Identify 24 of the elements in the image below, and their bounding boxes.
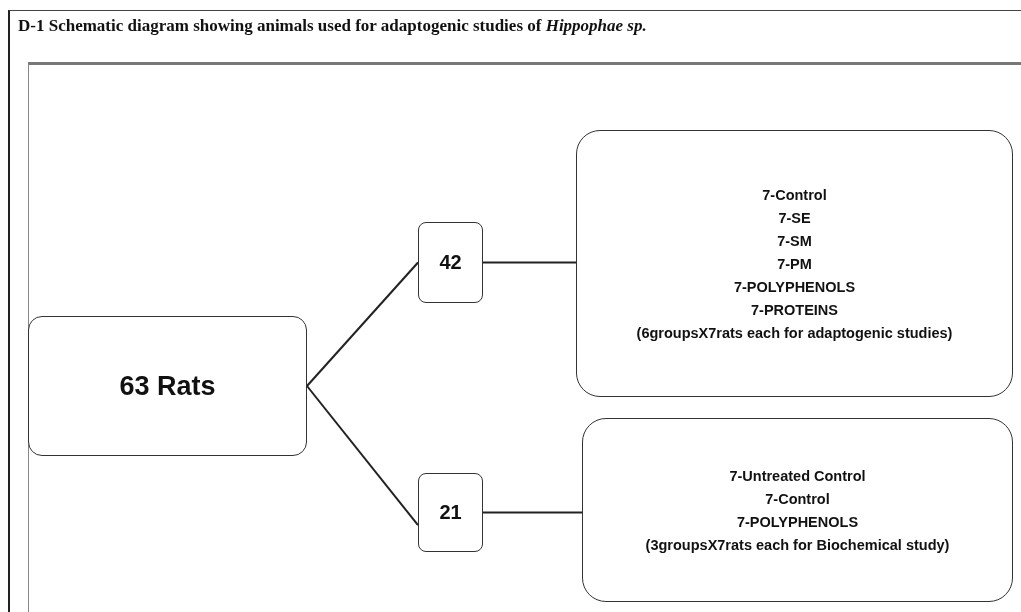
connector-line [482, 511, 583, 514]
box-text: 7-SE [778, 209, 811, 226]
rounded-box [576, 130, 1013, 397]
box-text: 7-POLYPHENOLS [736, 513, 859, 530]
box-text: 21 [439, 501, 462, 524]
box-text: 7-SM [777, 232, 812, 249]
diagram-title: D-1 Schematic diagram showing animals used for adaptogenic studies of Hippophae sp. [18, 16, 647, 36]
box-text: (6groupsX7rats each for adaptogenic studies) [636, 324, 953, 341]
connector-line [482, 261, 577, 264]
connector-line [306, 385, 419, 527]
rounded-box [582, 418, 1013, 602]
box-text: 7-PROTEINS [751, 301, 838, 318]
box-text: 7-PM [777, 255, 812, 272]
box-text: 63 Rats [119, 370, 216, 402]
box-text: 7-POLYPHENOLS [733, 278, 856, 295]
box-text: 7-Control [762, 186, 827, 203]
rounded-box [418, 222, 483, 303]
box-text: 7-Untreated Control [729, 467, 866, 484]
rounded-box [28, 316, 307, 456]
rounded-box [418, 473, 483, 552]
box-text: (3groupsX7rats each for Biochemical study) [645, 536, 950, 553]
box-text: 7-Control [765, 490, 830, 507]
connector-line [306, 261, 419, 387]
box-text: 42 [439, 251, 462, 274]
